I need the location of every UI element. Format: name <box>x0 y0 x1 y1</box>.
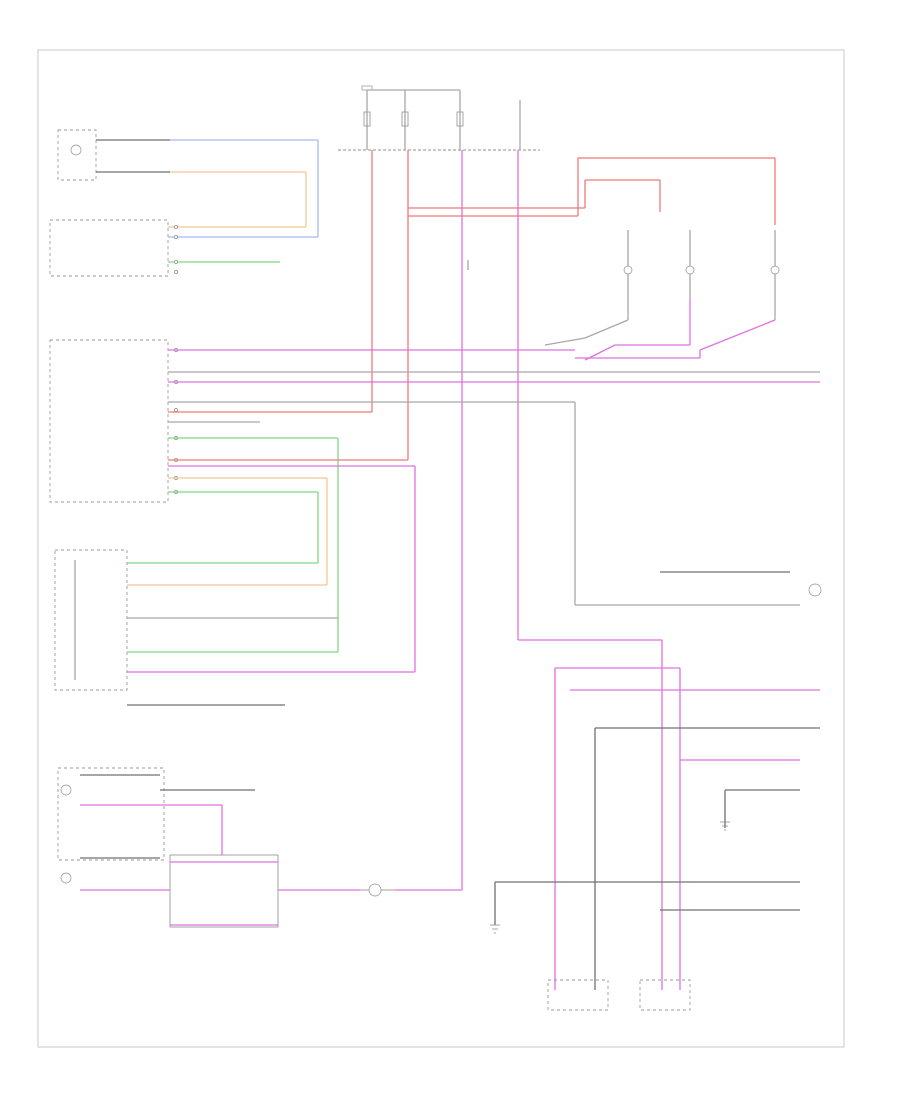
switch-icon <box>360 883 395 897</box>
door-switch-modules <box>57 767 462 928</box>
cargo-lamp-switch <box>660 571 822 597</box>
control-module-left <box>49 219 318 277</box>
diagram-frame <box>37 49 845 1048</box>
lower-right-module <box>490 667 820 1011</box>
module-pins <box>174 348 178 494</box>
main-feed-wires <box>371 150 663 990</box>
headlamp-control-module <box>49 339 820 672</box>
ground-icon <box>490 821 730 934</box>
fuse-icon <box>363 111 464 127</box>
fuse-block-top <box>338 85 540 151</box>
sensor-top-left <box>57 129 319 237</box>
relay-module <box>169 854 279 928</box>
lamp-cluster-right <box>408 157 780 361</box>
lamp-icon <box>623 265 780 275</box>
headlamp-switch <box>54 549 415 706</box>
